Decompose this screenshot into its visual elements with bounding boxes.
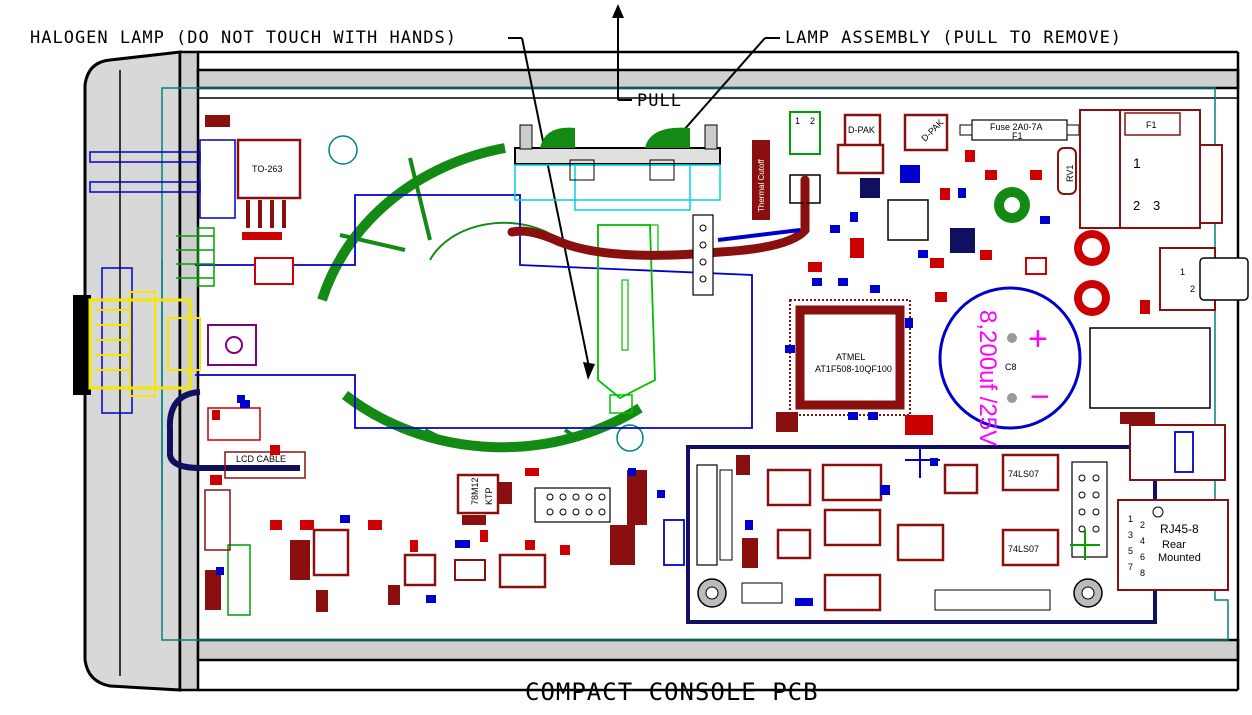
svg-text:KTP: KTP — [484, 487, 494, 505]
svg-text:6: 6 — [1140, 552, 1145, 562]
svg-text:7: 7 — [1128, 562, 1133, 572]
svg-text:ATMEL: ATMEL — [836, 352, 865, 362]
svg-text:3: 3 — [1153, 198, 1160, 213]
svg-text:TO-263: TO-263 — [252, 164, 282, 174]
svg-text:+: + — [1028, 320, 1048, 358]
svg-text:F1: F1 — [1012, 131, 1023, 141]
lamp-reflector — [195, 194, 753, 429]
diagram-title: COMPACT CONSOLE PCB — [525, 678, 819, 706]
svg-text:1: 1 — [1180, 267, 1185, 277]
bulk-capacitor: 8,200uf /25V + − C8 — [938, 286, 1082, 446]
svg-text:1: 1 — [1133, 155, 1141, 171]
svg-text:8: 8 — [1140, 568, 1145, 578]
svg-text:2: 2 — [1190, 284, 1195, 294]
svg-text:AT1F508-10QF100: AT1F508-10QF100 — [815, 364, 892, 374]
svg-text:1: 1 — [795, 116, 800, 126]
lamp-assembly: Thermal Cutoff 1 2 — [507, 111, 821, 414]
pull-label: PULL — [637, 91, 682, 111]
svg-text:D-PAK: D-PAK — [848, 125, 875, 135]
svg-text:Fuse 2A0-7A: Fuse 2A0-7A — [990, 122, 1043, 132]
halogen-lamp-label: HALOGEN LAMP (DO NOT TOUCH WITH HANDS) — [30, 28, 457, 48]
svg-text:1: 1 — [1128, 514, 1133, 524]
svg-text:F1: F1 — [1146, 120, 1157, 130]
callout-arrows — [508, 4, 780, 380]
svg-text:LCD CABLE: LCD CABLE — [236, 454, 286, 464]
svg-text:74LS07: 74LS07 — [1008, 469, 1039, 479]
bottom-ics: 78M12 KTP — [290, 468, 685, 612]
daughter-board: 74LS07 74LS07 — [686, 445, 1157, 624]
svg-text:2: 2 — [1133, 198, 1140, 213]
lamp-assembly-label: LAMP ASSEMBLY (PULL TO REMOVE) — [785, 28, 1123, 48]
svg-text:C8: C8 — [1005, 362, 1017, 372]
svg-text:RV1: RV1 — [1065, 165, 1075, 182]
fan — [317, 135, 644, 453]
svg-text:Mounted: Mounted — [1158, 552, 1201, 564]
scattered-passives — [210, 150, 1150, 555]
svg-text:Rear: Rear — [1162, 539, 1186, 551]
svg-text:2: 2 — [1140, 520, 1145, 530]
svg-text:2: 2 — [810, 116, 815, 126]
svg-text:5: 5 — [1128, 546, 1133, 556]
svg-text:3: 3 — [1128, 530, 1133, 540]
enclosure — [83, 50, 1240, 692]
pcb-edge — [161, 87, 1229, 641]
left-connectors: TO-263 LCD CABLE — [73, 115, 306, 616]
svg-text:74LS07: 74LS07 — [1008, 544, 1039, 554]
scattered-caps — [216, 225, 840, 575]
power-section: D-PAK D-PAK Fuse 2A0-7A F1 RV1 F1 1 2 3 … — [789, 109, 1249, 424]
svg-text:8,200uf /25V: 8,200uf /25V — [974, 310, 1001, 446]
svg-text:RJ45-8: RJ45-8 — [1160, 522, 1199, 536]
svg-text:4: 4 — [1140, 536, 1145, 546]
svg-text:−: − — [1030, 378, 1050, 416]
svg-text:78M12: 78M12 — [470, 477, 480, 505]
rj45-connectors: RJ45-8 Rear Mounted 1 2 3 4 5 6 7 8 — [1117, 424, 1229, 591]
mcu: ATMEL AT1F508-10QF100 — [776, 278, 913, 432]
svg-text:Thermal Cutoff: Thermal Cutoff — [757, 158, 766, 212]
